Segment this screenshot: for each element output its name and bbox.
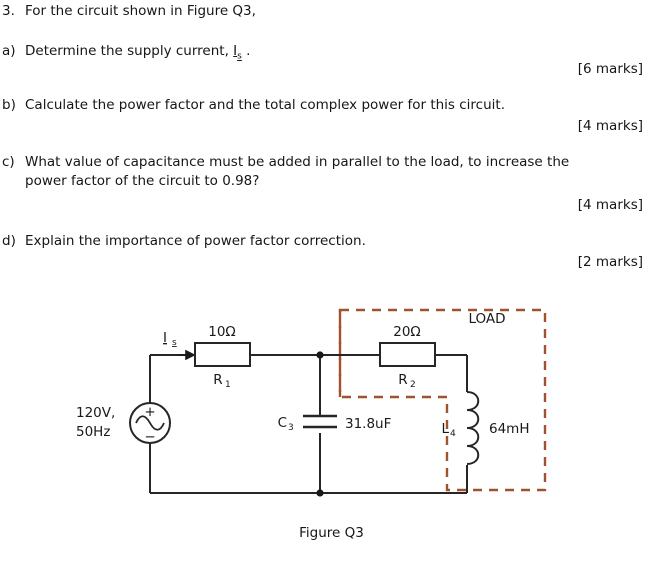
resistor-r2-value: 20Ω	[393, 324, 421, 340]
part-a-prompt: Determine the supply current,	[25, 43, 234, 59]
supply-current-label-sub: s	[172, 338, 177, 348]
load-dashed-outline	[338, 308, 547, 492]
inductor-l4-value: 64mH	[489, 421, 529, 437]
part-a-marks: [6 marks]	[577, 61, 643, 77]
figure-caption: Figure Q3	[299, 525, 364, 541]
part-b-marks: [4 marks]	[577, 118, 643, 134]
ac-source-minus-sign: −	[144, 429, 155, 445]
load-label: LOAD	[468, 311, 505, 327]
capacitor-c3-value: 31.8uF	[345, 416, 391, 432]
resistor-r2-designator-sub: 2	[410, 380, 416, 390]
resistor-r1-designator: R	[213, 372, 222, 388]
supply-current-label-I: I	[163, 330, 167, 346]
node-dot-top	[316, 351, 324, 359]
part-a-label: a)	[2, 43, 16, 59]
resistor-r1-designator-sub: 1	[225, 380, 231, 390]
inductor-l4-designator: L	[441, 421, 449, 437]
part-c-marks: [4 marks]	[577, 197, 643, 213]
circuit-diagram: LOAD + − 120V, 50Hz I s 10Ω	[0, 295, 663, 545]
capacitor-c3-designator: C	[278, 415, 287, 431]
part-d-label: d)	[2, 233, 16, 249]
part-b-text: Calculate the power factor and the total…	[25, 97, 505, 113]
capacitor-c3-designator-sub: 3	[288, 423, 294, 433]
resistor-r1-symbol	[194, 342, 251, 367]
node-dot-bottom	[316, 489, 324, 497]
part-c-label: c)	[2, 154, 15, 170]
inductor-l4-designator-sub: 4	[450, 429, 456, 439]
part-d-marks: [2 marks]	[577, 254, 643, 270]
part-b-label: b)	[2, 97, 16, 113]
part-a-suffix: .	[241, 43, 251, 59]
question-stem: For the circuit shown in Figure Q3,	[25, 3, 256, 19]
resistor-r1-value: 10Ω	[208, 324, 236, 340]
question-number: 3.	[2, 3, 15, 19]
part-a-text: Determine the supply current, Is .	[25, 42, 250, 67]
part-d-text: Explain the importance of power factor c…	[25, 233, 366, 249]
part-c-text-line2: power factor of the circuit to 0.98?	[25, 173, 260, 189]
current-symbol-sub: s	[237, 51, 242, 62]
source-voltage-label: 120V,	[76, 405, 115, 421]
supply-current-arrow-icon	[178, 349, 196, 361]
ac-sine-wave-icon	[135, 415, 165, 431]
source-frequency-label: 50Hz	[76, 424, 110, 440]
inductor-l4-symbol	[466, 391, 480, 465]
resistor-r2-designator: R	[398, 372, 407, 388]
part-c-text-line1: What value of capacitance must be added …	[25, 154, 570, 170]
current-symbol-I: I	[233, 43, 238, 59]
resistor-r2-symbol	[379, 342, 436, 367]
ac-source-plus-sign: +	[144, 404, 155, 420]
